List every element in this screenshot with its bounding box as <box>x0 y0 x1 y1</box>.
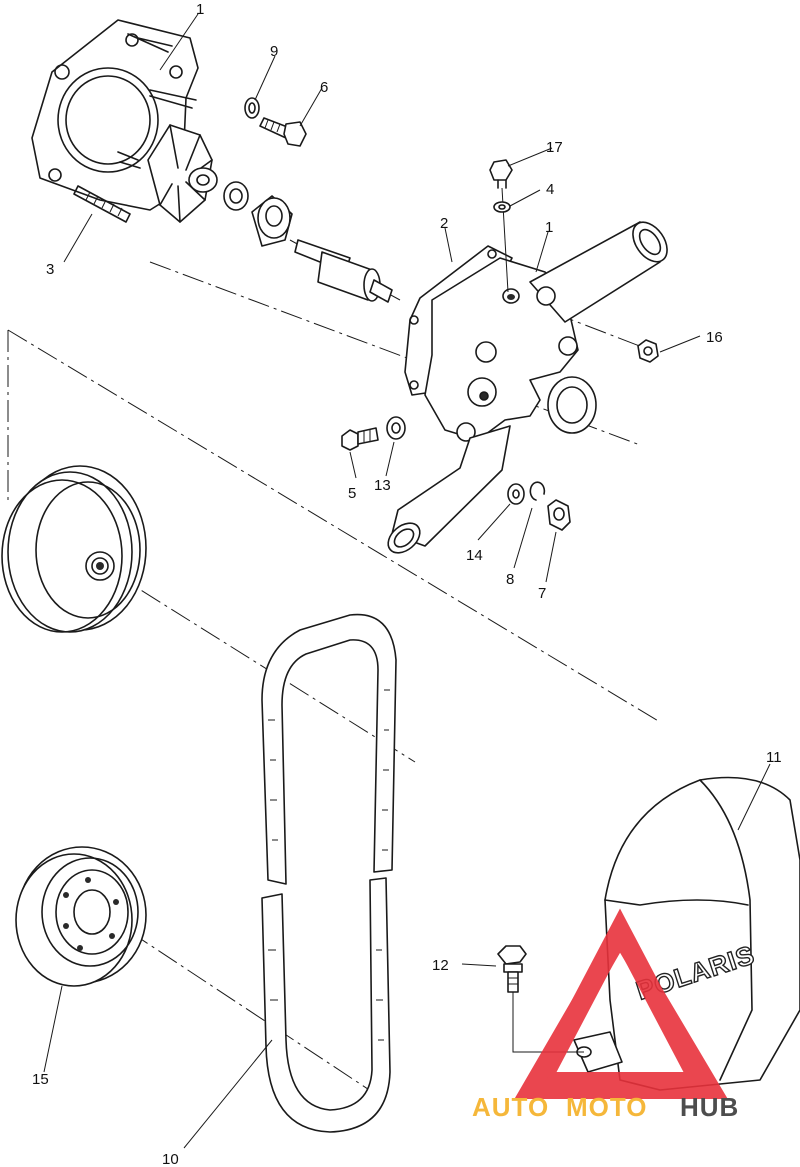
bolt-12 <box>497 945 584 1053</box>
callout-5: 5 <box>348 485 356 502</box>
lock-washer-8 <box>529 481 546 501</box>
callout-2: 2 <box>440 215 448 232</box>
lower-pulley <box>15 846 147 987</box>
callout-9: 9 <box>270 43 278 60</box>
callout-17: 17 <box>546 139 563 156</box>
callout-3: 3 <box>46 261 54 278</box>
callout-16: 16 <box>706 329 723 346</box>
callout-4: 4 <box>546 181 554 198</box>
callout-11: 11 <box>766 749 782 766</box>
washer-9 <box>244 97 260 119</box>
watermark-auto: AUTO <box>472 1092 549 1122</box>
washer-14 <box>507 483 525 505</box>
stud-bolt <box>73 185 131 223</box>
nut-16 <box>637 339 659 363</box>
upper-pulley <box>1 465 147 633</box>
fitting-5 <box>341 427 379 451</box>
nut-7 <box>547 499 571 531</box>
callout-10: 10 <box>162 1151 179 1167</box>
washer-13 <box>386 416 406 440</box>
pump-housing-plate <box>31 19 218 223</box>
drive-belt <box>261 613 397 1133</box>
callout-14: 14 <box>466 547 483 564</box>
bearing-seal <box>251 195 293 247</box>
pump-shaft <box>294 239 393 303</box>
callout-12: 12 <box>432 957 449 974</box>
washer-4 <box>493 201 511 213</box>
watermark-logo: AUTO MOTO HUB <box>472 908 739 1122</box>
callout-1-top: 1 <box>196 1 204 18</box>
callout-15: 15 <box>32 1071 49 1088</box>
watermark-moto: MOTO <box>566 1092 648 1122</box>
impeller <box>147 124 218 223</box>
leader-lines <box>43 13 771 1149</box>
callout-13: 13 <box>374 477 391 494</box>
shaft-seal <box>223 181 249 211</box>
callout-7: 7 <box>538 585 546 602</box>
callout-1-body: 1 <box>545 219 553 236</box>
watermark-hub: HUB <box>680 1092 739 1122</box>
callout-6: 6 <box>320 79 328 96</box>
callout-8: 8 <box>506 571 514 588</box>
bolt-17 <box>489 159 513 293</box>
callout-numbers: 1 9 6 3 17 4 2 1 16 5 13 14 8 7 11 12 15… <box>32 1 782 1167</box>
bolt-6 <box>259 117 307 147</box>
pump-body <box>387 221 668 554</box>
